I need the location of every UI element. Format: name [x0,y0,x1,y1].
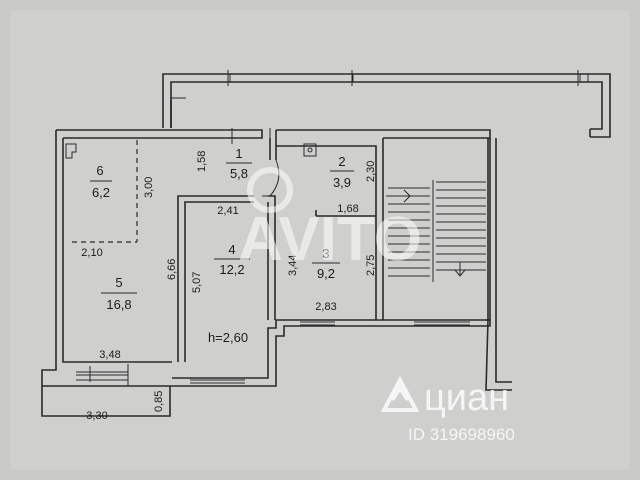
fixtures [65,143,317,159]
dim-1-58: 1,58 [196,151,208,172]
room-3-number: 3 [322,246,329,261]
partition-bath [315,210,376,217]
dim-5-07: 5,07 [191,272,203,293]
outer-wall-left [41,130,170,387]
room-5-number: 5 [115,275,122,290]
dim-3-30: 3,30 [86,410,107,422]
room-2-area: 3,9 [333,175,351,190]
cian-watermark: циан ID 319698960 [380,375,515,444]
avito-watermark-text: AVITO [238,205,422,274]
meter-icon [307,147,313,153]
balcony-ledge [41,386,171,417]
dashed-lines [72,140,138,243]
corridor-bottom-wall [170,100,591,137]
room-6-area: 6,2 [92,185,110,200]
cian-id-text: ID 319698960 [408,425,515,444]
cian-logo-icon [380,375,420,412]
dim-6-66: 6,66 [166,259,178,280]
dim-2-30: 2,30 [365,161,377,182]
doors [262,159,280,197]
vent-icon [65,143,77,159]
stair-shaft-right [485,138,512,391]
avito-watermark: AVITO [238,167,422,274]
outer-wall-top [56,129,263,139]
dim-0-85: 0,85 [153,391,165,412]
room-4-number: 4 [228,242,235,257]
dim-3-00: 3,00 [143,177,155,198]
paper-inner [10,10,630,470]
sink-icon [303,143,317,157]
dim-2-83: 2,83 [315,301,336,313]
room-2-number: 2 [338,154,345,169]
room-4-area: 12,2 [219,262,244,277]
avito-logo-icon [247,167,293,213]
partition-room4 [177,195,254,362]
corridor-inner-wall [170,81,603,130]
ceiling-height-label: h=2,60 [208,330,248,345]
dim-3-44: 3,44 [287,255,299,276]
cian-brand-text: циан [424,377,509,419]
outer-wall-top-right [276,129,491,139]
room-6-number: 6 [96,163,103,178]
dim-3-48: 3,48 [99,349,120,361]
room-1-number: 1 [235,146,242,161]
dim-2-75: 2,75 [365,255,377,276]
walls [41,73,611,417]
room-3-area: 9,2 [317,266,335,281]
dim-2-41: 2,41 [217,205,238,217]
dim-2-10: 2,10 [81,247,102,259]
dim-1-68: 1,68 [337,203,358,215]
outer-wall-left-inner [62,138,172,363]
room-1-area: 5,8 [230,166,248,181]
room-5-area: 16,8 [106,297,131,312]
corridor-outer-wall [162,73,611,138]
windows [76,70,589,384]
staircase [386,180,486,282]
outer-wall-bottom [170,319,491,387]
dim-ticks [89,128,271,386]
